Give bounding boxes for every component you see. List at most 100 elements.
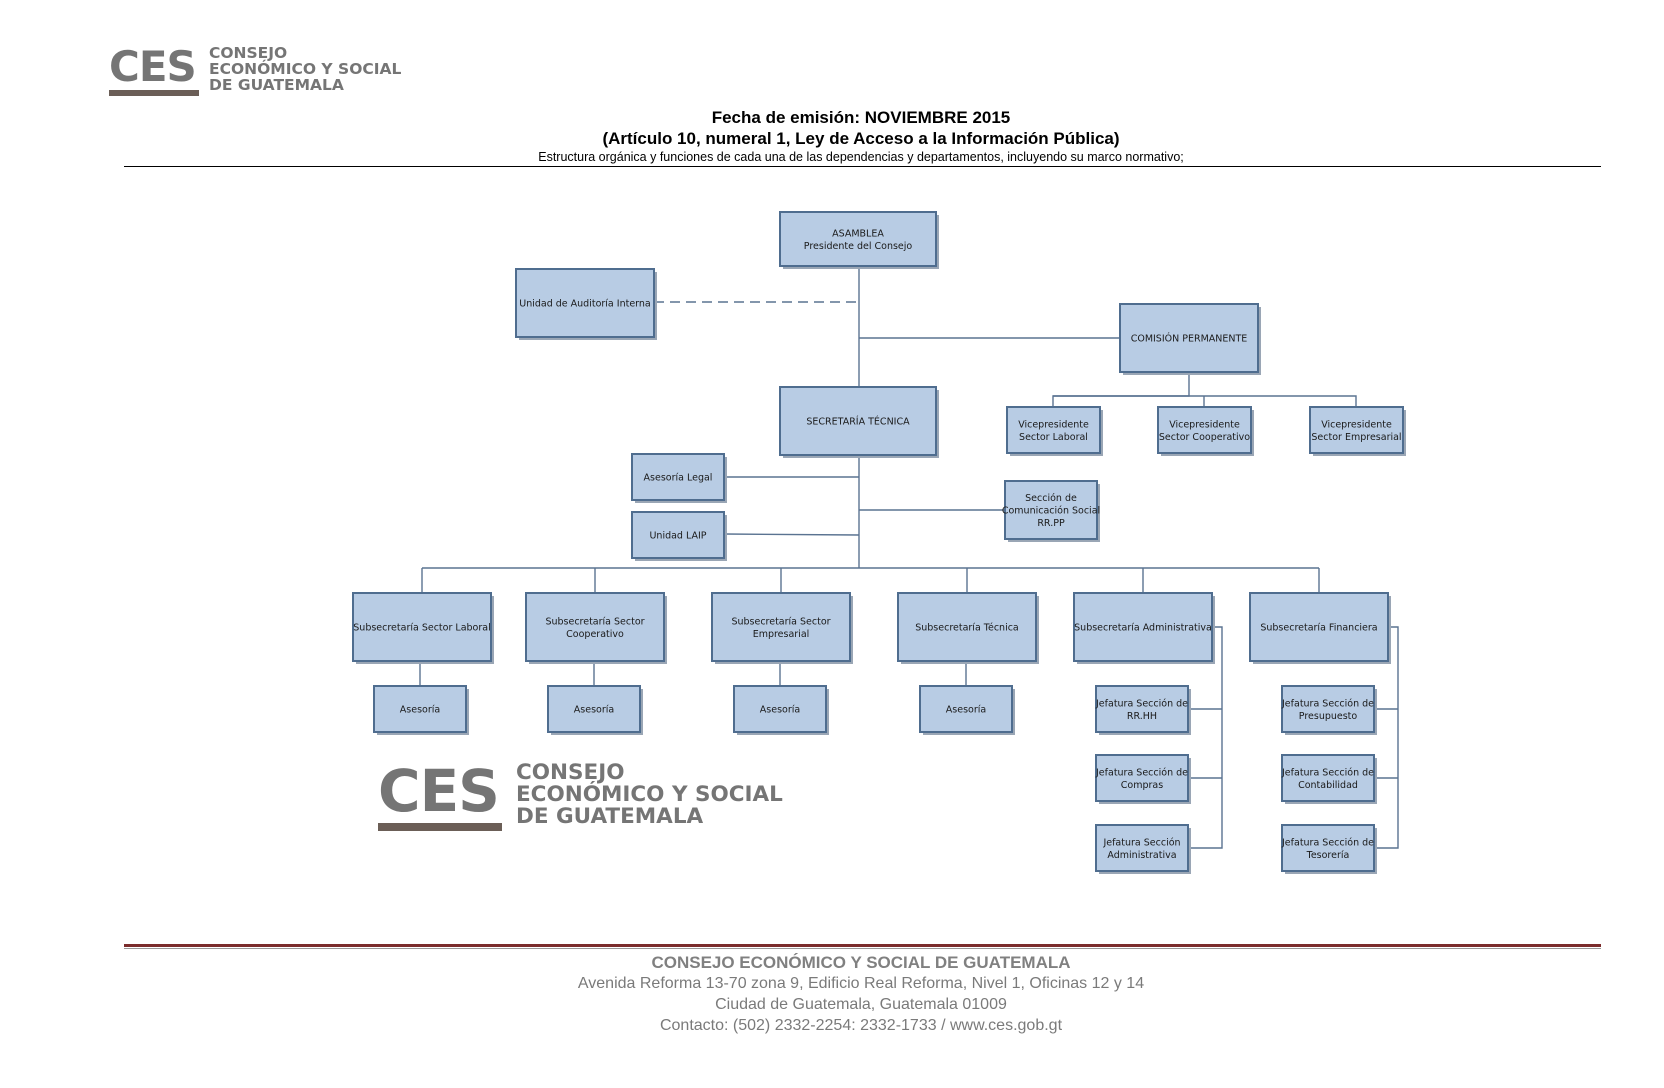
- box-frame: [1095, 685, 1189, 733]
- org-box-jef-contabilidad: Jefatura Sección de Contabilidad: [1281, 754, 1377, 804]
- logo-name-large: CONSEJO ECONÓMICO Y SOCIAL DE GUATEMALA: [516, 762, 783, 828]
- box-label: Cooperativo: [566, 629, 624, 640]
- box-frame: [373, 685, 467, 733]
- logo-abbr-large: CES: [378, 757, 500, 825]
- box-label: SECRETARÍA TÉCNICA: [806, 416, 910, 428]
- box-frame: [547, 685, 641, 733]
- box-label: Sección de: [1025, 493, 1077, 504]
- header-logo: CES CONSEJO ECONÓMICO Y SOCIAL DE GUATEM…: [109, 42, 402, 96]
- org-box-sub-administrativa: Subsecretaría Administrativa: [1073, 592, 1215, 664]
- box-label: Comunicación Social: [1002, 506, 1100, 517]
- logo-line-2: ECONÓMICO Y SOCIAL: [209, 59, 402, 78]
- box-frame: [1281, 685, 1375, 733]
- org-box-unidad-laip: Unidad LAIP: [631, 511, 727, 561]
- box-label: Contabilidad: [1298, 780, 1358, 791]
- box-frame: [1249, 592, 1389, 662]
- box-frame: [352, 592, 492, 662]
- box-label: Sector Cooperativo: [1159, 432, 1250, 443]
- box-label: Jefatura Sección de: [1281, 837, 1374, 848]
- org-box-jef-tesoreria: Jefatura Sección de Tesorería: [1281, 824, 1377, 874]
- box-frame: [515, 268, 655, 338]
- box-label: Unidad de Auditoría Interna: [519, 299, 651, 310]
- org-box-asesoria-1: Asesoría: [373, 685, 469, 735]
- footer-city: Ciudad de Guatemala, Guatemala 01009: [715, 996, 1007, 1013]
- box-frame: [1095, 824, 1189, 872]
- box-frame: [897, 592, 1037, 662]
- logo-abbr: CES: [109, 42, 197, 91]
- box-label: Jefatura Sección de: [1281, 767, 1374, 778]
- line-fin-branch: [1374, 626, 1399, 849]
- org-box-sub-financiera: Subsecretaría Financiera: [1249, 592, 1391, 664]
- logo-large-line-1: CONSEJO: [516, 760, 625, 785]
- box-label: Presidente del Consejo: [804, 241, 913, 252]
- logo-name: CONSEJO ECONÓMICO Y SOCIAL DE GUATEMALA: [209, 44, 402, 94]
- box-label: Jefatura Sección: [1102, 837, 1180, 848]
- box-label: Empresarial: [753, 629, 810, 640]
- org-box-sub-tecnica: Subsecretaría Técnica: [897, 592, 1039, 664]
- box-label: ASAMBLEA: [832, 228, 884, 239]
- footer-divider-thin: [124, 948, 1601, 949]
- logo-bar-large: [378, 823, 502, 831]
- org-box-asesoria-4: Asesoría: [919, 685, 1015, 735]
- line-unidad-laip: [723, 533, 860, 536]
- logo-line-1: CONSEJO: [209, 44, 288, 62]
- org-box-comision: COMISIÓN PERMANENTE: [1119, 303, 1261, 375]
- box-frame: [1281, 754, 1375, 802]
- box-label: Unidad LAIP: [649, 531, 706, 542]
- line-comision-vp-laboral: [1052, 372, 1190, 407]
- org-box-auditoria: Unidad de Auditoría Interna: [515, 268, 657, 340]
- box-label: Tesorería: [1306, 850, 1350, 861]
- box-label: Sector Empresarial: [1311, 432, 1401, 443]
- box-label: Compras: [1121, 780, 1163, 791]
- logo-large-line-3: DE GUATEMALA: [516, 803, 704, 829]
- footer-contact: Contacto: (502) 2332-2254: 2332-1733 / w…: [659, 1017, 1063, 1034]
- org-box-asamblea: ASAMBLEA Presidente del Consejo: [779, 211, 939, 269]
- logo-line-3: DE GUATEMALA: [209, 75, 344, 94]
- box-frame: [1006, 406, 1101, 454]
- box-label: Subsecretaría Sector: [731, 616, 830, 627]
- box-label: Asesoría: [574, 705, 614, 716]
- header-divider: [124, 166, 1601, 167]
- box-frame: [525, 592, 665, 662]
- box-frame: [1157, 406, 1252, 454]
- box-label: Jefatura Sección de: [1281, 698, 1374, 709]
- box-label: Administrativa: [1107, 850, 1176, 861]
- box-frame: [1004, 480, 1098, 540]
- box-frame: [631, 511, 725, 559]
- org-box-asesoria-3: Asesoría: [733, 685, 829, 735]
- line-vp-bar: [1053, 395, 1357, 407]
- box-frame: [631, 453, 725, 501]
- footer-address: Avenida Reforma 13-70 zona 9, Edificio R…: [577, 975, 1145, 992]
- connector-lines: [419, 266, 1399, 849]
- watermark-logo: CES CONSEJO ECONÓMICO Y SOCIAL DE GUATEM…: [378, 762, 783, 831]
- box-label: Jefatura Sección de: [1095, 767, 1188, 778]
- box-frame: [1095, 754, 1189, 802]
- box-label: Vicepresidente: [1018, 419, 1089, 430]
- box-label: Subsecretaría Sector: [545, 616, 644, 627]
- org-box-sub-laboral: Subsecretaría Sector Laboral: [352, 592, 494, 664]
- box-label: RR.HH: [1127, 711, 1157, 722]
- box-label: Asesoría: [946, 705, 986, 716]
- box-label: Vicepresidente: [1169, 419, 1240, 430]
- box-label: RR.PP: [1037, 518, 1065, 529]
- box-frame: [1119, 303, 1259, 373]
- logo-large-line-2: ECONÓMICO Y SOCIAL: [516, 781, 783, 807]
- box-label: Subsecretaría Financiera: [1260, 623, 1377, 634]
- logo-bar: [109, 90, 199, 96]
- box-frame: [1281, 824, 1375, 872]
- article-reference: (Artículo 10, numeral 1, Ley de Acceso a…: [602, 129, 1120, 148]
- box-frame: [919, 685, 1013, 733]
- box-label: Asesoría: [760, 705, 800, 716]
- box-frame: [1073, 592, 1213, 662]
- box-frame: [733, 685, 827, 733]
- org-box-secretaria: SECRETARÍA TÉCNICA: [779, 386, 939, 458]
